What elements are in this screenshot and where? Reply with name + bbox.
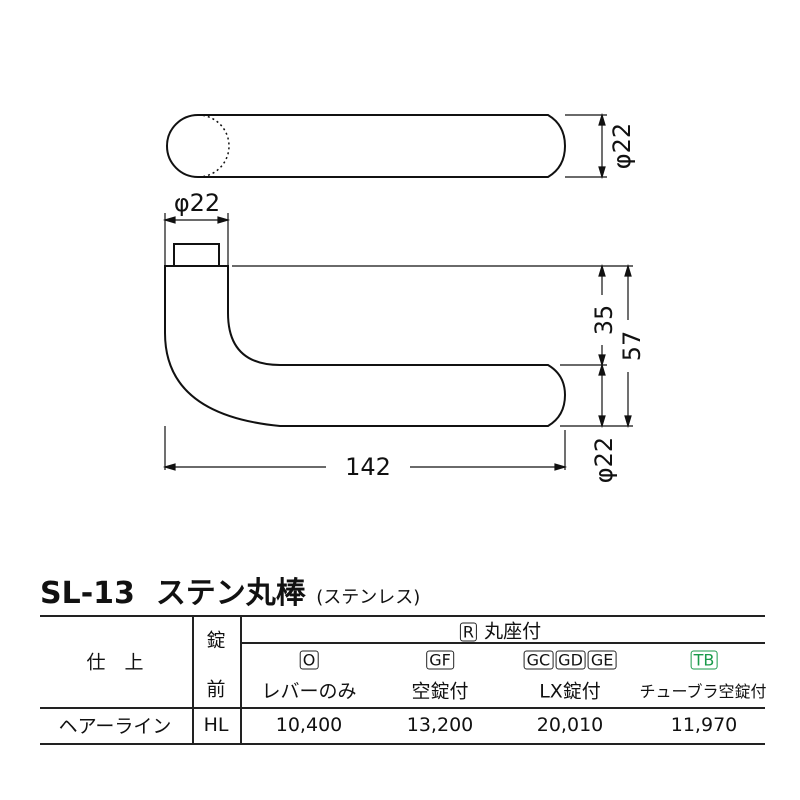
col-codes-1: GF — [425, 650, 455, 670]
code-badge: GD — [555, 650, 586, 670]
side-view-outline — [164, 265, 567, 427]
top-view-outline — [166, 114, 567, 178]
grip-diameter-label: φ22 — [590, 436, 618, 484]
col-divider — [192, 615, 194, 743]
lock-header-1: 錠 — [206, 629, 226, 652]
finish-header: 仕 上 — [86, 651, 144, 674]
length-label: 142 — [345, 453, 391, 481]
code-badge: GE — [587, 650, 617, 670]
spindle-post — [173, 243, 220, 267]
height-57-label: 57 — [618, 330, 646, 362]
neck-diameter-label: φ22 — [173, 189, 221, 217]
code-badge: GF — [426, 650, 454, 670]
top-diameter-label: φ22 — [608, 122, 636, 170]
header-rule — [40, 707, 765, 709]
code-badge: O — [299, 650, 319, 670]
row-code: HL — [203, 714, 229, 736]
col-codes-0: O — [299, 650, 320, 670]
col-label-0: レバーのみ — [261, 680, 357, 703]
code-badge: TB — [690, 650, 718, 670]
product-name: ステン丸棒 — [155, 576, 306, 611]
col-codes-3: TB — [690, 650, 719, 670]
price-cell: 13,200 — [406, 714, 474, 736]
col-label-1: 空錠付 — [411, 680, 469, 703]
group-code-badge: R — [459, 622, 478, 642]
height-35-label: 35 — [590, 304, 618, 336]
group-label: 丸座付 — [484, 620, 542, 643]
table-top-rule — [40, 615, 765, 617]
model-number: SL-13 — [40, 576, 135, 611]
group-header: R 丸座付 — [459, 617, 541, 644]
group-divider — [240, 642, 765, 644]
lock-header-2: 前 — [206, 678, 226, 701]
price-cell: 10,400 — [275, 714, 343, 736]
code-badge: GC — [523, 650, 554, 670]
col-label-3: チューブラ空錠付 — [639, 682, 767, 701]
price-cell: 20,010 — [536, 714, 604, 736]
product-title: SL-13 ステン丸棒 (ステンレス) — [40, 568, 420, 612]
table-bottom-rule — [40, 743, 765, 745]
col-label-2: LX錠付 — [539, 680, 601, 703]
hidden-rose-arc — [197, 114, 230, 178]
price-cell: 11,970 — [670, 714, 738, 736]
row-finish: ヘアーライン — [58, 715, 172, 738]
col-divider — [240, 615, 242, 743]
material: (ステンレス) — [316, 587, 421, 608]
